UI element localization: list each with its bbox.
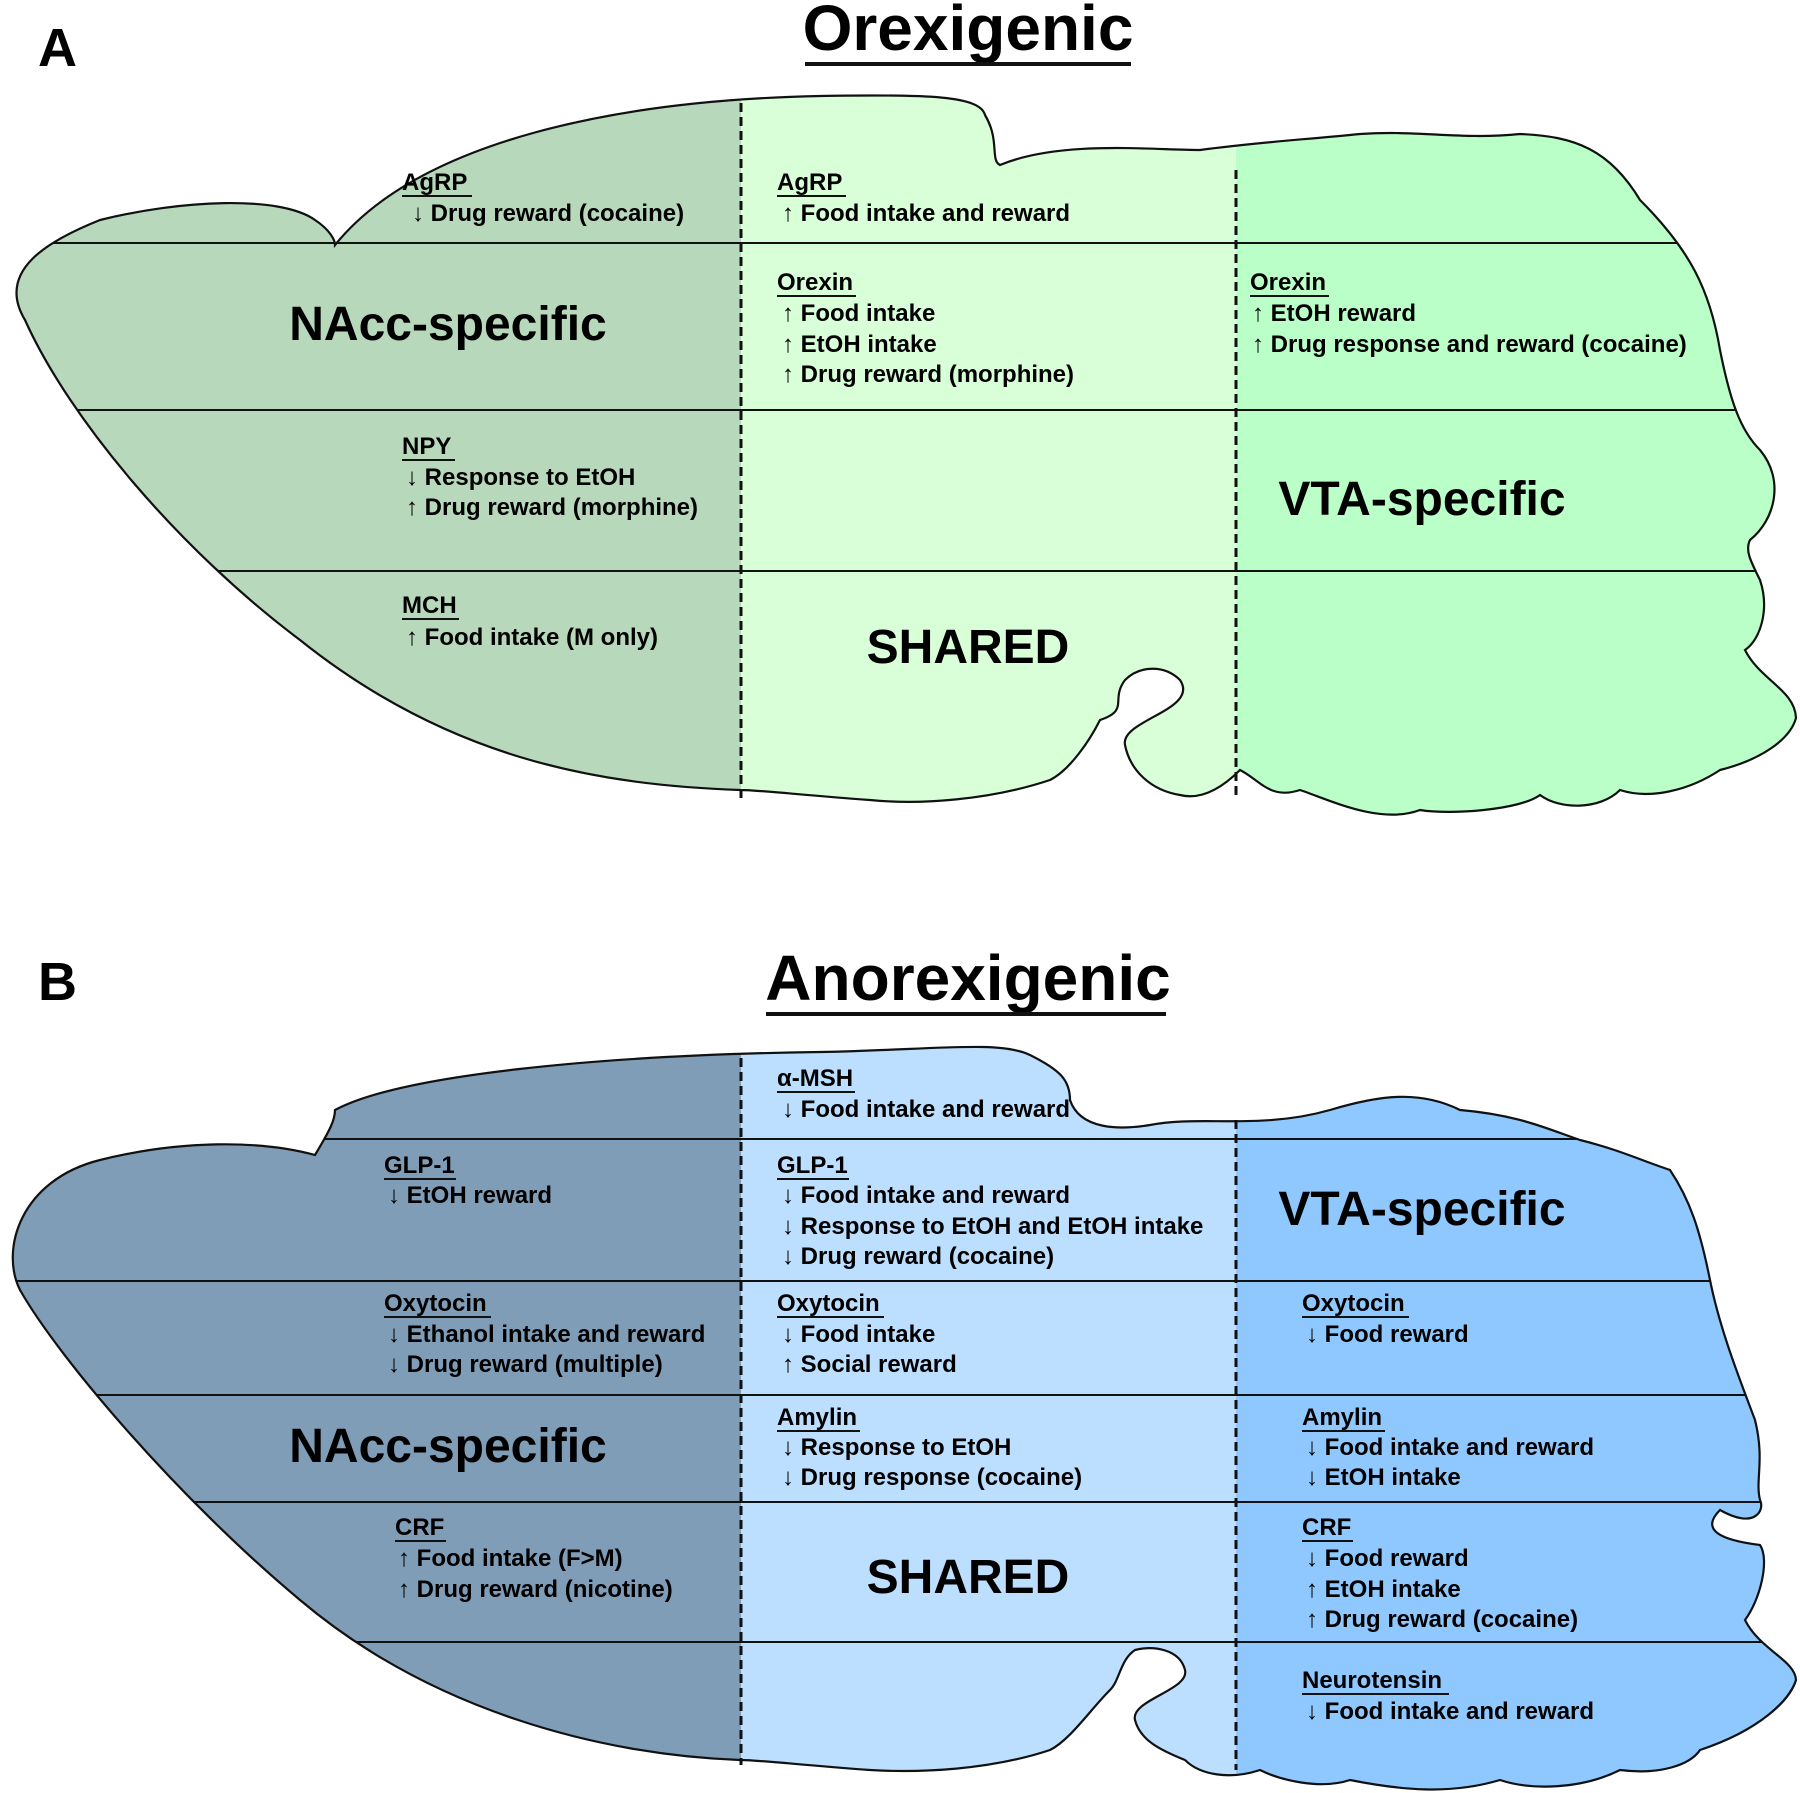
effect-text: ↓ EtOH reward <box>388 1182 552 1209</box>
peptide-block: α-MSH ↓ Food intake and reward <box>777 1065 1070 1123</box>
effect-text: ↓ Drug reward (cocaine) <box>412 200 684 227</box>
panel-title: Anorexigenic <box>765 942 1170 1014</box>
peptide-block: Orexin ↑ Food intake ↑ EtOH intake ↑ Dru… <box>777 269 1074 388</box>
peptide-block: MCH ↑ Food intake (M only) <box>402 592 658 651</box>
effect-text: ↓ Ethanol intake and reward <box>388 1321 705 1348</box>
region-label-shared: SHARED <box>867 1551 1070 1604</box>
panel-a: A Orexigenic NAcc-specific SHARED VTA-sp… <box>15 0 1798 816</box>
effect-text: ↓ Food intake <box>782 1321 935 1348</box>
peptide-block: CRF ↓ Food reward ↑ EtOH intake ↑ Drug r… <box>1302 1514 1578 1633</box>
vta-region <box>1236 95 1796 815</box>
panel-letter: B <box>38 952 77 1012</box>
effect-text: ↑ Food intake (M only) <box>406 624 658 651</box>
peptide-block: GLP-1 ↓ Food intake and reward ↓ Respons… <box>777 1152 1203 1270</box>
effect-text: ↓ Response to EtOH <box>782 1434 1011 1461</box>
peptide-name: GLP-1 <box>777 1152 848 1179</box>
peptide-name: Orexin <box>1250 269 1326 296</box>
nacc-region <box>16 95 741 815</box>
peptide-name: Oxytocin <box>1302 1290 1405 1317</box>
effect-text: ↓ Drug reward (multiple) <box>388 1351 663 1378</box>
effect-text: ↑ Food intake <box>782 300 935 327</box>
effect-text: ↓ Food intake and reward <box>1306 1698 1594 1725</box>
effect-text: ↓ Food intake and reward <box>782 1096 1070 1123</box>
peptide-name: α-MSH <box>777 1065 853 1092</box>
effect-text: ↑ Drug reward (morphine) <box>406 494 698 521</box>
region-label-vta: VTA-specific <box>1278 1183 1565 1236</box>
panel-title: Orexigenic <box>803 0 1134 64</box>
peptide-name: Amylin <box>777 1404 857 1431</box>
panel-letter: A <box>38 18 77 78</box>
peptide-name: MCH <box>402 592 457 619</box>
peptide-block: AgRP ↑ Food intake and reward <box>777 169 1070 227</box>
region-label-nacc: NAcc-specific <box>289 1420 606 1473</box>
peptide-name: Oxytocin <box>777 1290 880 1317</box>
effect-text: ↑ EtOH intake <box>1306 1576 1461 1603</box>
effect-text: ↓ Drug reward (cocaine) <box>782 1243 1054 1270</box>
peptide-block: Amylin ↓ Food intake and reward ↓ EtOH i… <box>1302 1404 1594 1491</box>
effect-text: ↓ EtOH intake <box>1306 1464 1461 1491</box>
peptide-block: Oxytocin ↓ Food reward <box>1302 1290 1469 1348</box>
effect-text: ↑ Drug response and reward (cocaine) <box>1252 331 1687 358</box>
panel-b: B Anorexigenic NAcc-specific SHARED VTA-… <box>11 942 1798 1791</box>
effect-text: ↑ Drug reward (cocaine) <box>1306 1606 1578 1633</box>
peptide-block: AgRP ↓ Drug reward (cocaine) <box>402 169 684 227</box>
peptide-block: GLP-1 ↓ EtOH reward <box>384 1152 552 1209</box>
peptide-name: NPY <box>402 433 451 460</box>
peptide-block: Oxytocin ↓ Food intake ↑ Social reward <box>777 1290 957 1378</box>
effect-text: ↓ Food reward <box>1306 1321 1469 1348</box>
region-label-nacc: NAcc-specific <box>289 298 606 351</box>
effect-text: ↑ Food intake (F>M) <box>398 1545 623 1572</box>
effect-text: ↓ Response to EtOH and EtOH intake <box>782 1213 1203 1240</box>
peptide-block: Oxytocin ↓ Ethanol intake and reward ↓ D… <box>384 1290 705 1378</box>
peptide-name: CRF <box>395 1514 444 1541</box>
peptide-block: CRF ↑ Food intake (F>M) ↑ Drug reward (n… <box>395 1514 673 1603</box>
peptide-name: Oxytocin <box>384 1290 487 1317</box>
peptide-name: GLP-1 <box>384 1152 455 1179</box>
effect-text: ↓ Food intake and reward <box>782 1182 1070 1209</box>
effect-text: ↑ EtOH intake <box>782 331 937 358</box>
peptide-name: Orexin <box>777 269 853 296</box>
brain-regions <box>16 95 1796 815</box>
effect-text: ↓ Drug response (cocaine) <box>782 1464 1082 1491</box>
peptide-block: Amylin ↓ Response to EtOH ↓ Drug respons… <box>777 1404 1082 1491</box>
peptide-name: CRF <box>1302 1514 1351 1541</box>
peptide-name: AgRP <box>402 169 467 196</box>
effect-text: ↑ Food intake and reward <box>782 200 1070 227</box>
peptide-block: Neurotensin ↓ Food intake and reward <box>1302 1667 1594 1725</box>
effect-text: ↑ Drug reward (morphine) <box>782 361 1074 388</box>
peptide-block: NPY ↓ Response to EtOH ↑ Drug reward (mo… <box>402 433 698 521</box>
brain-regions <box>12 1046 1797 1790</box>
effect-text: ↓ Food reward <box>1306 1545 1469 1572</box>
peptide-name: Amylin <box>1302 1404 1382 1431</box>
peptide-name: Neurotensin <box>1302 1667 1442 1694</box>
region-label-shared: SHARED <box>867 621 1070 674</box>
peptide-name: AgRP <box>777 169 842 196</box>
effect-text: ↑ Drug reward (nicotine) <box>398 1576 673 1603</box>
effect-text: ↑ Social reward <box>782 1351 957 1378</box>
effect-text: ↓ Food intake and reward <box>1306 1434 1594 1461</box>
region-label-vta: VTA-specific <box>1278 473 1565 526</box>
effect-text: ↓ Response to EtOH <box>406 464 635 491</box>
peptide-block: Orexin ↑ EtOH reward ↑ Drug response and… <box>1250 269 1687 358</box>
effect-text: ↑ EtOH reward <box>1252 300 1416 327</box>
